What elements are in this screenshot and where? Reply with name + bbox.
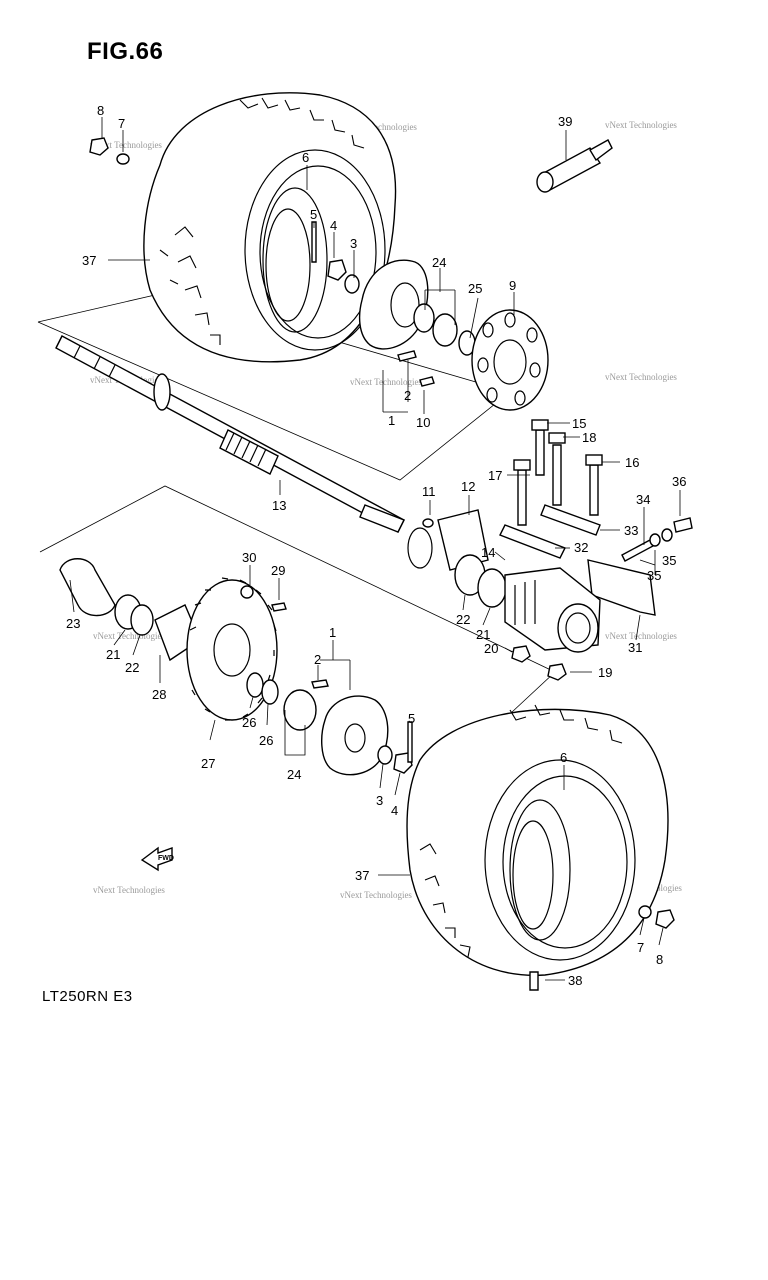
callout-11: 11 [422,484,436,499]
callout-22: 22 [125,660,139,675]
watermark-text: vNext Technologies [345,122,417,132]
axle-carrier [504,567,601,653]
wheel-hub-upper [358,259,476,387]
callout-6: 6 [302,150,309,165]
callout-36: 36 [672,474,686,489]
callout-2: 2 [404,388,411,403]
nut-20 [511,645,531,663]
callout-7: 7 [118,116,125,131]
rear-wheel-right [406,704,669,976]
callout-28: 28 [152,687,166,702]
callout-5: 5 [310,207,317,222]
callout-35: 35 [647,568,661,583]
carrier-bolts [513,419,603,526]
callout-8: 8 [656,952,663,967]
callout-12: 12 [461,479,475,494]
callout-8: 8 [97,103,104,118]
callout-22: 22 [456,612,470,627]
washer-7 [638,905,652,919]
callout-21: 21 [106,647,120,662]
bolt-36 [673,517,693,533]
model-code: LT250RN E3 [42,988,133,1005]
callout-32: 32 [574,540,588,555]
callout-14: 14 [481,545,495,560]
callout-6: 6 [560,750,567,765]
callout-3: 3 [350,236,357,251]
callout-24: 24 [287,767,301,782]
nut-8 [655,909,675,929]
callout-20: 20 [484,641,498,656]
watermark-text: vNext Technologies [605,120,677,130]
plate-32 [499,524,566,559]
callout-3: 3 [376,793,383,808]
watermark-text: vNext Technologies [605,372,677,382]
watermark-text: vNext Technologies [93,885,165,895]
callout-4: 4 [391,803,398,818]
callout-10: 10 [416,415,430,430]
watermark-text: vNext Technologies [93,631,165,641]
callout-31: 31 [628,640,642,655]
valve-38 [529,971,539,991]
callout-37: 37 [355,868,369,883]
callout-25: 25 [468,281,482,296]
watermark-text: vNext Technologies [340,890,412,900]
bearing-housing [407,509,507,608]
callout-9: 9 [509,278,516,293]
callout-34: 34 [636,492,650,507]
nut-35 [661,528,673,542]
callout-19: 19 [598,665,612,680]
callout-33: 33 [624,523,638,538]
callouts: 8 7 6 5 4 3 37 24 25 9 39 2 1 10 13 15 1… [66,103,686,988]
callout-4: 4 [330,218,337,233]
callout-29: 29 [271,563,285,578]
callout-7: 7 [637,940,644,955]
nut-19 [547,663,567,681]
callout-13: 13 [272,498,286,513]
callout-5: 5 [408,711,415,726]
callout-26: 26 [259,733,273,748]
callout-16: 16 [625,455,639,470]
callout-39: 39 [558,114,572,129]
watermark-text: vNext Technologies [350,377,422,387]
upper-fasteners [89,137,360,294]
callout-30: 30 [242,550,256,565]
watermark-text: vNext Technologies [90,140,162,150]
rear-axle [55,335,405,533]
wheel-hub-lower [246,672,413,776]
callout-2: 2 [314,652,321,667]
callout-18: 18 [582,430,596,445]
fwd-label: FWD [158,855,174,862]
bolt-34 [621,539,654,562]
callout-38: 38 [568,973,582,988]
callout-27: 27 [201,756,215,771]
leader-lines [69,117,681,981]
callout-37: 37 [82,253,96,268]
rear-wheel-left [143,92,397,363]
callout-1: 1 [388,413,395,428]
callout-1: 1 [329,625,336,640]
plate-33 [540,504,601,536]
brake-disc [471,309,549,411]
washer-35 [649,533,661,547]
callout-24: 24 [432,255,446,270]
watermark-text: vNext Technologies [605,631,677,641]
axle-tool [536,139,613,193]
callout-26: 26 [242,715,256,730]
callout-17: 17 [488,468,502,483]
callout-23: 23 [66,616,80,631]
fwd-arrow: FWD [140,846,174,872]
bracket-31 [587,559,656,616]
callout-35: 35 [662,553,676,568]
figure-title: FIG.66 [87,38,164,65]
callout-15: 15 [572,416,586,431]
callout-21: 21 [476,627,490,642]
